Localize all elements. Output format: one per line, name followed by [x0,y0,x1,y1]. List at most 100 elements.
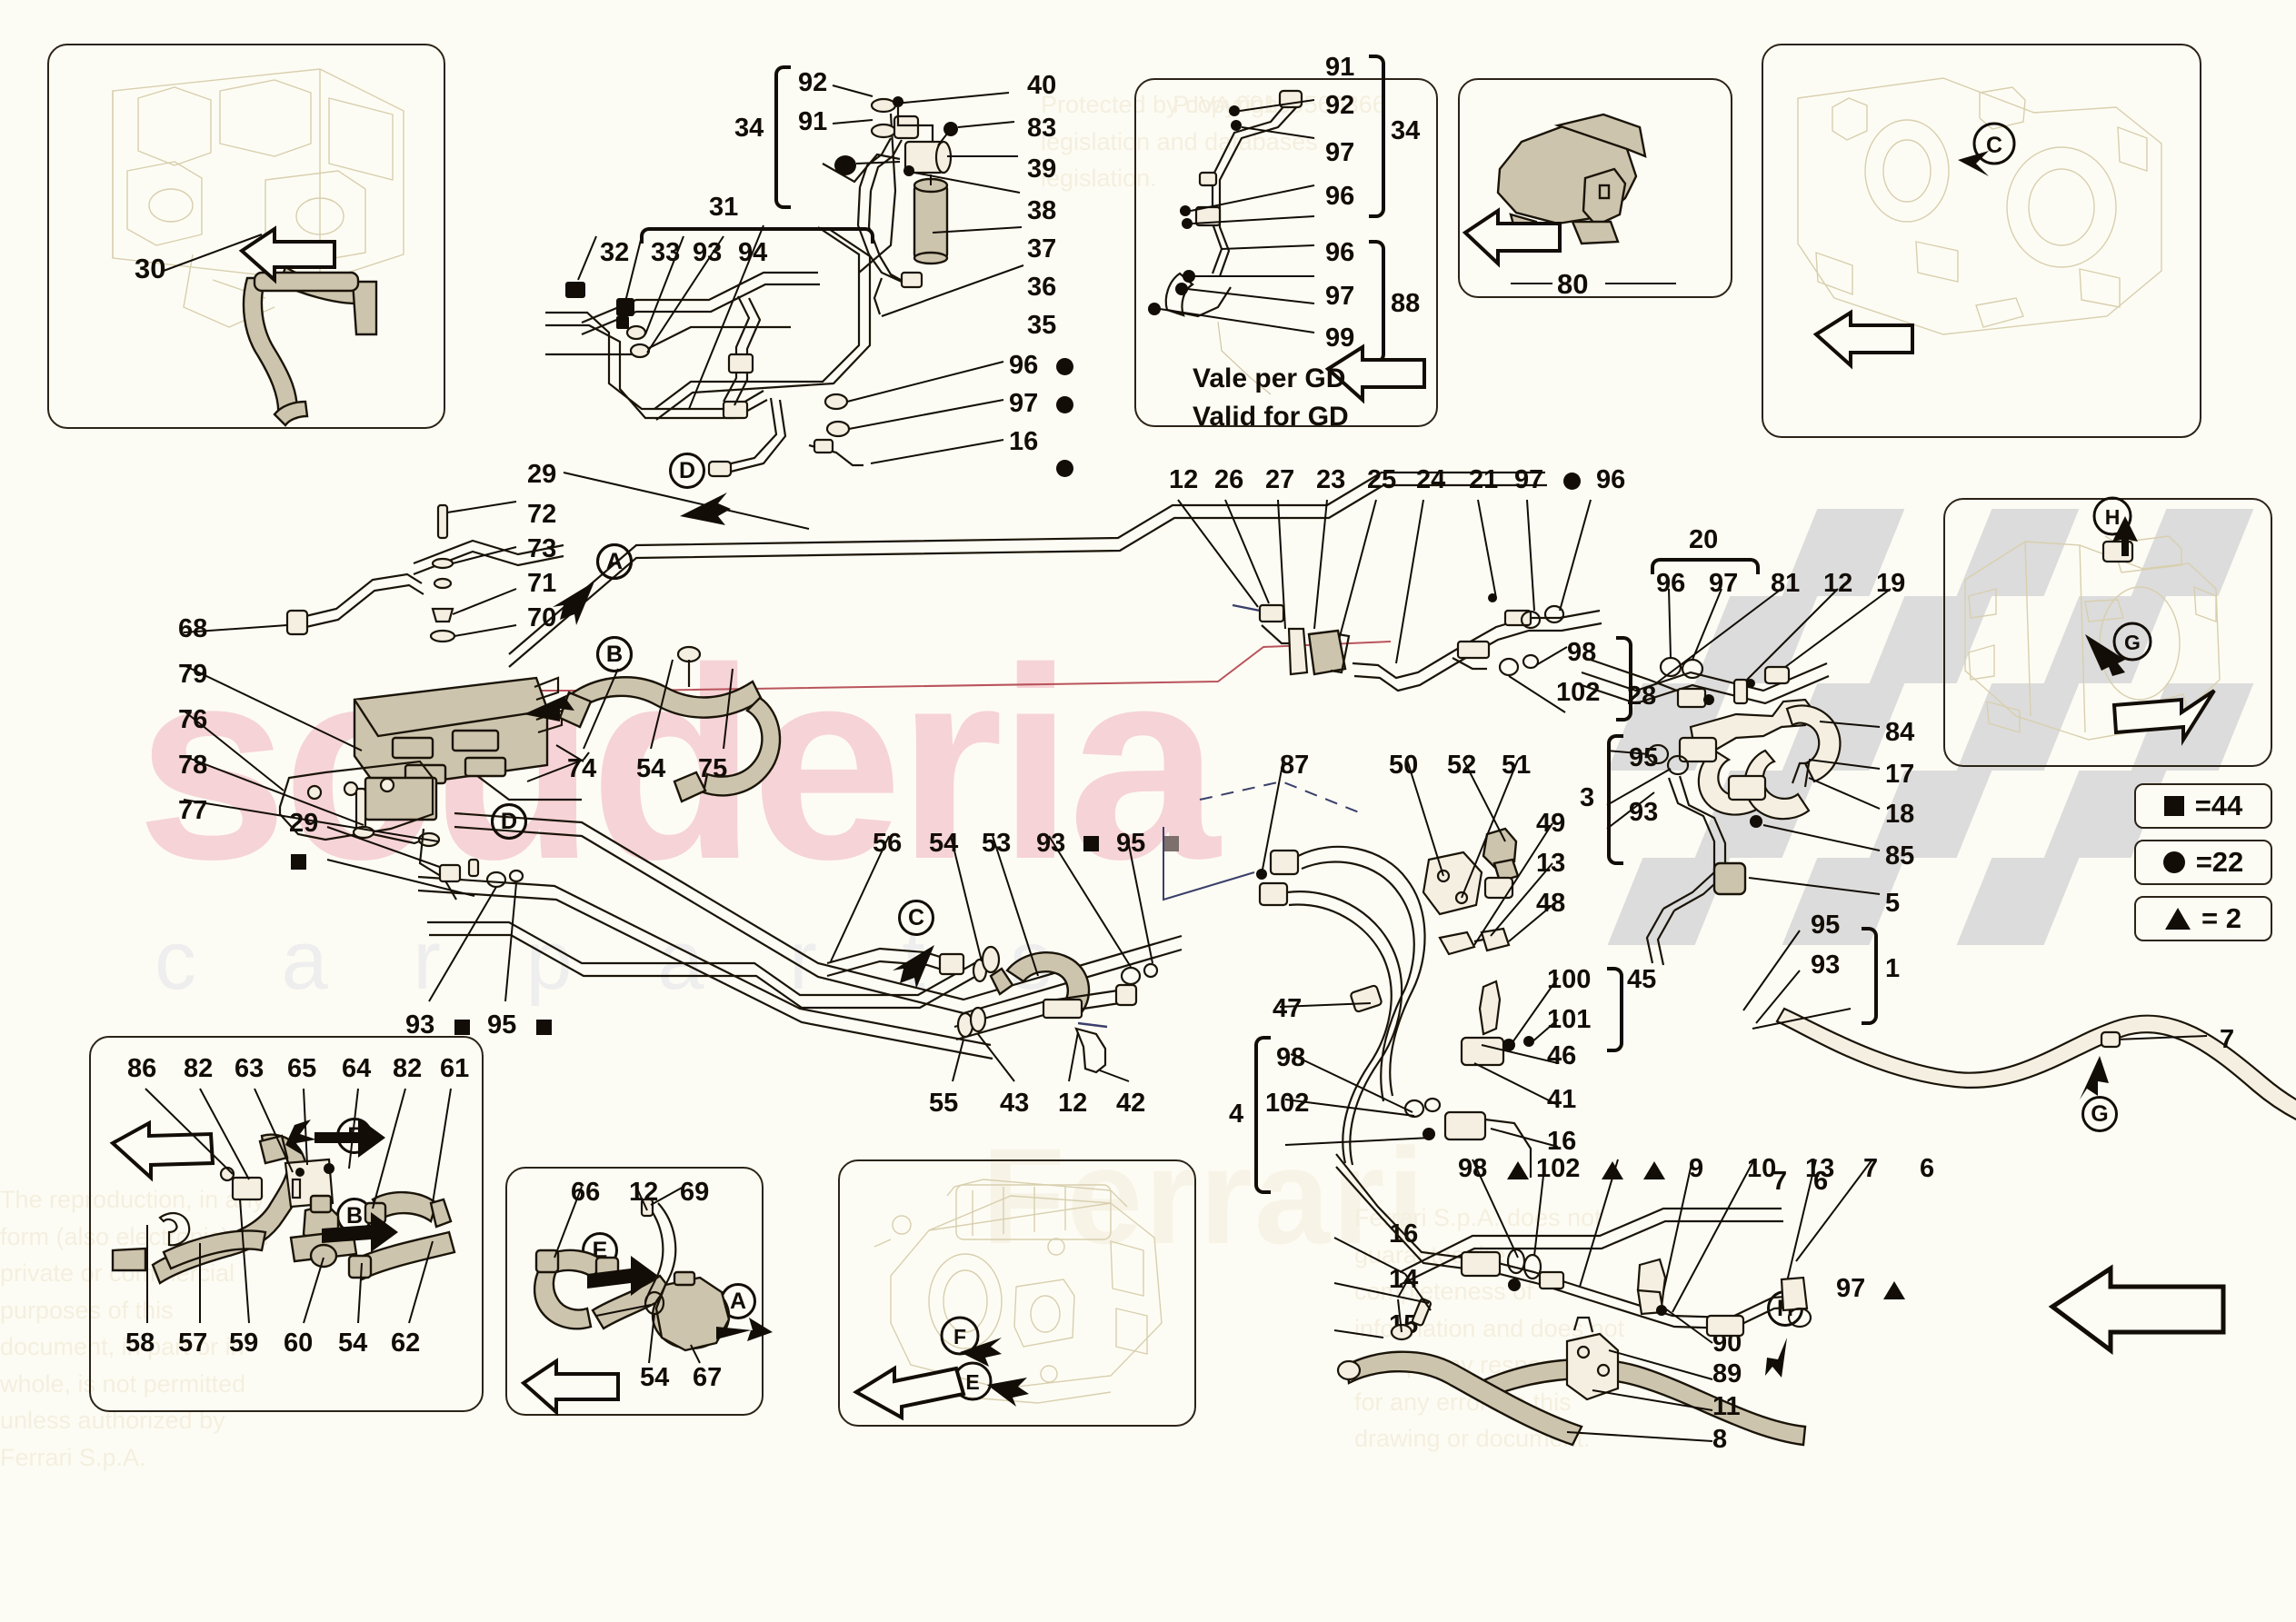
legend-circle-label: =22 [2195,846,2244,878]
callout-95-lower: 95 [487,1010,517,1040]
circle-marker-96 [1056,358,1073,375]
receiver-drier-art [834,92,1024,317]
callout-48: 48 [1536,889,1566,918]
marker-letter-C-center: C [898,900,934,936]
callout-98-upper: 98 [1567,638,1597,667]
callout-91: 91 [798,107,828,136]
callout-84: 84 [1885,718,1915,747]
inset-heater-hoses-art [109,1088,456,1324]
callout-34-label: 34 [734,114,764,143]
callout-93-center: 93 [1036,829,1066,858]
callout-7-right-leader [2080,1030,2208,1100]
callout-5: 5 [1885,889,1901,918]
callout-16-top: 16 [1009,427,1039,456]
callout-97-upper: 97 [1514,465,1544,494]
expansion-tank-art [183,501,782,901]
triangle-marker-extra [1643,1161,1665,1179]
gd-callout-91: 91 [1325,53,1355,82]
inset-engine-hose-art [112,68,404,427]
legend-triangle-label: = 2 [2201,902,2241,934]
upper-right-art [1177,499,1602,692]
callout-101: 101 [1547,1005,1592,1034]
inset-heater-box-fe-art: F E [853,1179,1163,1421]
callout-35: 35 [1027,311,1057,340]
callout-30-leader [163,234,263,272]
callout-29-lower: 29 [289,809,319,838]
callout-93-lower: 93 [405,1010,435,1040]
square-grey-marker-95 [1163,836,1179,851]
inset-gd-art [1148,89,1315,395]
callout-96-top: 96 [1009,351,1039,380]
inset-callout-58: 58 [125,1328,155,1358]
callout-7-right-lower: 7 [1772,1167,1788,1196]
marker-letter-D-top: D [669,453,705,489]
callout-68: 68 [178,614,208,643]
callout-38: 38 [1027,196,1057,225]
callout-13-mid: 13 [1536,849,1566,878]
callout-10: 10 [1747,1154,1777,1183]
callout-55: 55 [929,1089,959,1118]
group20-art [1584,588,1892,966]
square-icon [2163,796,2184,816]
inset-engine-hose [47,44,445,429]
gd-callout-96: 96 [1325,182,1355,211]
gd-caption-italian: Vale per GD [1193,363,1346,393]
callout-43: 43 [1000,1089,1030,1118]
callout-12-g20: 12 [1823,569,1853,598]
callout-11: 11 [1712,1392,1741,1421]
callout-7-bottom: 7 [1863,1154,1879,1183]
callout-56: 56 [873,829,903,858]
callout-47: 47 [1273,994,1303,1023]
inset-callout-54wp: 54 [640,1363,670,1392]
callout-27: 27 [1265,465,1295,494]
callout-96-upper: 96 [1596,465,1626,494]
inset-heater-hoses [89,1036,484,1412]
callout-6-right: 6 [1813,1167,1829,1196]
inset-callout-59: 59 [229,1328,259,1358]
gd-group-34-label: 34 [1391,116,1421,145]
circle-marker-upper [1563,473,1581,490]
callout-80: 80 [1557,268,1589,300]
callout-26: 26 [1214,465,1244,494]
inset-callout-54b: 54 [338,1328,368,1358]
inset-gd-panel [1134,78,1438,427]
marker-letter-A-main: A [596,543,633,580]
inset-callout-61: 61 [440,1054,470,1083]
callout-87: 87 [1280,751,1310,780]
callout-6-bottom: 6 [1920,1154,1935,1183]
circle-marker-97 [1056,396,1073,413]
callout-3-label: 3 [1580,783,1595,812]
callout-93-g3: 93 [1629,798,1659,827]
callout-30: 30 [135,253,166,284]
inset-callout-60: 60 [284,1328,314,1358]
callout-93-g1: 93 [1811,950,1841,980]
inset-water-pump [505,1167,764,1416]
marker-letter-B-main: B [596,636,633,672]
callout-21: 21 [1469,465,1499,494]
callout-12-upper: 12 [1169,465,1199,494]
bracket-31 [640,227,874,244]
triangle-marker-102 [1602,1161,1623,1179]
callout-97-bottom: 97 [1836,1274,1866,1303]
callout-32: 32 [600,238,630,267]
callout-39: 39 [1027,154,1057,184]
svg-text:F: F [953,1325,966,1348]
inset-callout-64: 64 [342,1054,372,1083]
bracket-3 [1607,734,1623,865]
group1-leaders [1742,930,1852,1030]
callout-74: 74 [567,754,597,783]
callout-97-g20: 97 [1709,569,1739,598]
callout-25: 25 [1367,465,1397,494]
callout-96-g20: 96 [1656,569,1686,598]
callout-33: 33 [651,238,681,267]
big-arrow-gd [1324,343,1426,404]
callout-37: 37 [1027,234,1057,264]
callout-76: 76 [178,705,208,734]
gd-callout-97b: 97 [1325,282,1355,311]
inset-compressor-c [1762,44,2201,438]
callout-102-mid: 102 [1265,1089,1310,1118]
callout-31-label: 31 [709,193,739,222]
callout-42: 42 [1116,1089,1146,1118]
